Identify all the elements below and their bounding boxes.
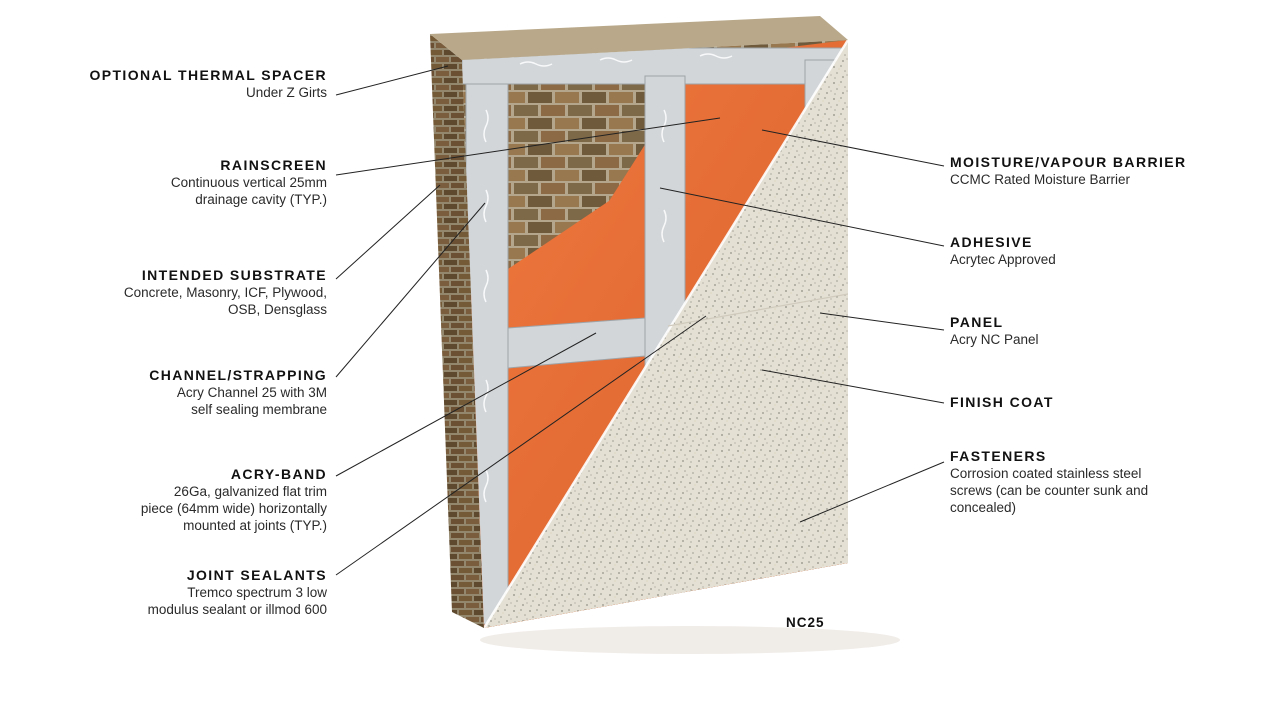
label-acry-band: ACRY-BAND 26Ga, galvanized flat trim pie… bbox=[140, 466, 327, 533]
label-adhesive: ADHESIVE Acrytec Approved bbox=[950, 234, 1056, 267]
floor-shadow bbox=[480, 626, 900, 654]
substrate-side-face bbox=[430, 34, 484, 628]
label-rainscreen: RAINSCREEN Continuous vertical 25mm drai… bbox=[170, 157, 327, 207]
label-panel: PANEL Acry NC Panel bbox=[950, 314, 1039, 347]
label-intended-substrate: INTENDED SUBSTRATE Concrete, Masonry, IC… bbox=[123, 267, 327, 317]
panel-joint bbox=[667, 293, 848, 327]
substrate-top-face bbox=[430, 16, 848, 60]
leader-lines bbox=[335, 65, 945, 576]
label-thermal-spacer: OPTIONAL THERMAL SPACER Under Z Girts bbox=[89, 67, 327, 100]
label-moisture-barrier: MOISTURE/VAPOUR BARRIER CCMC Rated Moist… bbox=[950, 154, 1187, 187]
label-channel-strapping: CHANNEL/STRAPPING Acry Channel 25 with 3… bbox=[149, 367, 327, 417]
label-finish-coat: FINISH COAT bbox=[950, 394, 1054, 410]
model-code: NC25 bbox=[786, 615, 825, 630]
label-joint-sealants: JOINT SEALANTS Tremco spectrum 3 low mod… bbox=[147, 567, 327, 617]
label-fasteners: FASTENERS Corrosion coated stainless ste… bbox=[950, 448, 1149, 515]
